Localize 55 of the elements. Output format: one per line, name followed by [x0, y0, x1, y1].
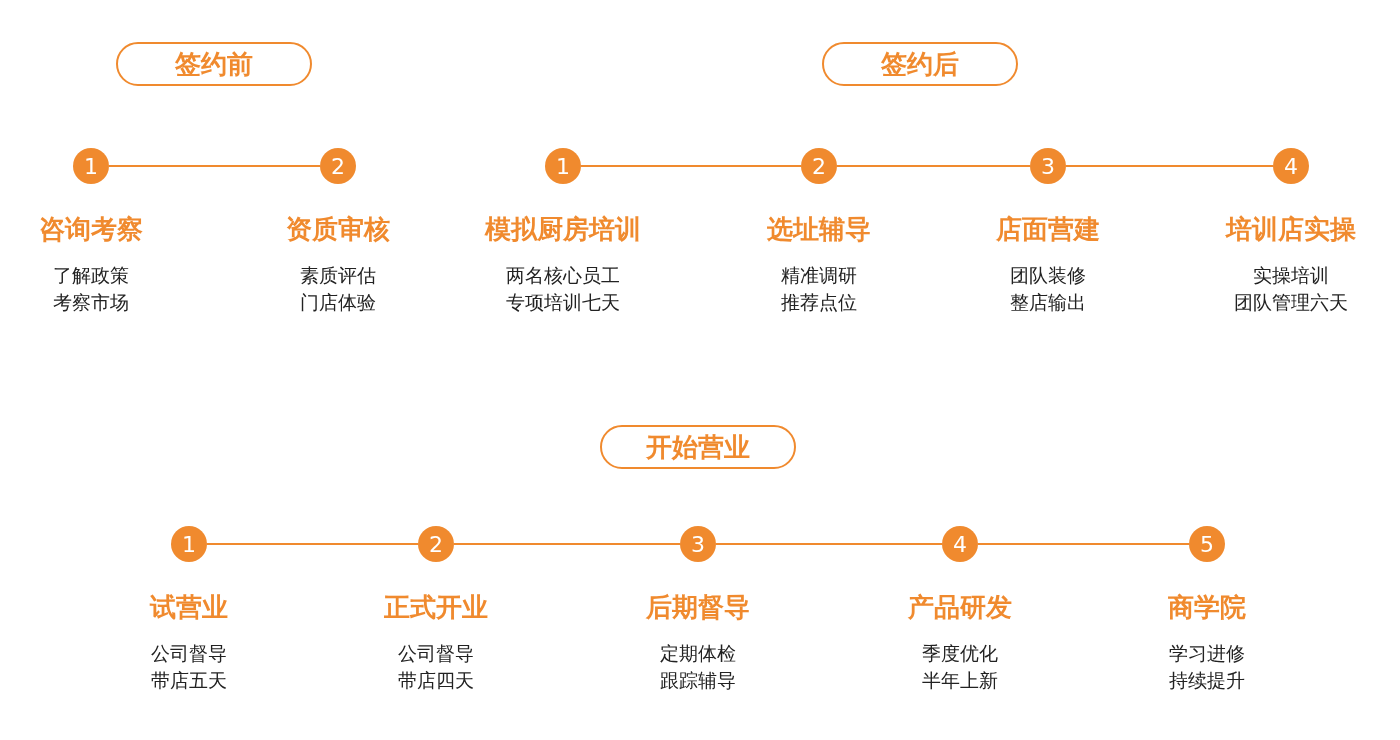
connector-line — [108, 165, 321, 167]
step-title: 咨询考察 — [39, 213, 143, 246]
step-description: 学习进修 — [1169, 641, 1245, 666]
stage-heading-pill: 开始营业 — [600, 425, 796, 469]
step-description: 公司督导 — [398, 641, 474, 666]
step-description: 团队装修 — [1010, 263, 1086, 288]
connector-line — [836, 165, 1031, 167]
connector-line — [977, 543, 1190, 545]
step-title: 模拟厨房培训 — [485, 213, 641, 246]
number-circle: 4 — [1273, 148, 1309, 184]
number-circle: 1 — [545, 148, 581, 184]
step-description: 实操培训 — [1253, 263, 1329, 288]
step-description: 公司督导 — [151, 641, 227, 666]
step-description: 两名核心员工 — [506, 263, 620, 288]
number-circle: 2 — [418, 526, 454, 562]
step-description: 了解政策 — [53, 263, 129, 288]
step-description: 半年上新 — [922, 668, 998, 693]
step-description: 推荐点位 — [781, 290, 857, 315]
stage-heading-pill: 签约后 — [822, 42, 1018, 86]
step-description: 带店五天 — [151, 668, 227, 693]
step-description: 门店体验 — [300, 290, 376, 315]
connector-line — [715, 543, 943, 545]
step-title: 试营业 — [150, 591, 228, 624]
connector-line — [580, 165, 802, 167]
number-circle: 2 — [320, 148, 356, 184]
step-title: 后期督导 — [646, 591, 750, 624]
step-description: 专项培训七天 — [506, 290, 620, 315]
step-title: 产品研发 — [908, 591, 1012, 624]
step-description: 带店四天 — [398, 668, 474, 693]
step-description: 团队管理六天 — [1234, 290, 1348, 315]
connector-line — [1065, 165, 1274, 167]
step-title: 商学院 — [1168, 591, 1246, 624]
step-description: 季度优化 — [922, 641, 998, 666]
step-description: 持续提升 — [1169, 668, 1245, 693]
number-circle: 5 — [1189, 526, 1225, 562]
step-title: 培训店实操 — [1226, 213, 1356, 246]
step-description: 整店输出 — [1010, 290, 1086, 315]
number-circle: 1 — [73, 148, 109, 184]
connector-line — [206, 543, 419, 545]
step-title: 店面营建 — [996, 213, 1100, 246]
step-description: 定期体检 — [660, 641, 736, 666]
number-circle: 3 — [1030, 148, 1066, 184]
connector-line — [453, 543, 681, 545]
number-circle: 1 — [171, 526, 207, 562]
number-circle: 2 — [801, 148, 837, 184]
stage-heading-pill: 签约前 — [116, 42, 312, 86]
step-description: 考察市场 — [53, 290, 129, 315]
number-circle: 3 — [680, 526, 716, 562]
step-description: 精准调研 — [781, 263, 857, 288]
step-title: 正式开业 — [384, 591, 488, 624]
number-circle: 4 — [942, 526, 978, 562]
step-description: 跟踪辅导 — [660, 668, 736, 693]
step-title: 资质审核 — [286, 213, 390, 246]
step-title: 选址辅导 — [767, 213, 871, 246]
step-description: 素质评估 — [300, 263, 376, 288]
